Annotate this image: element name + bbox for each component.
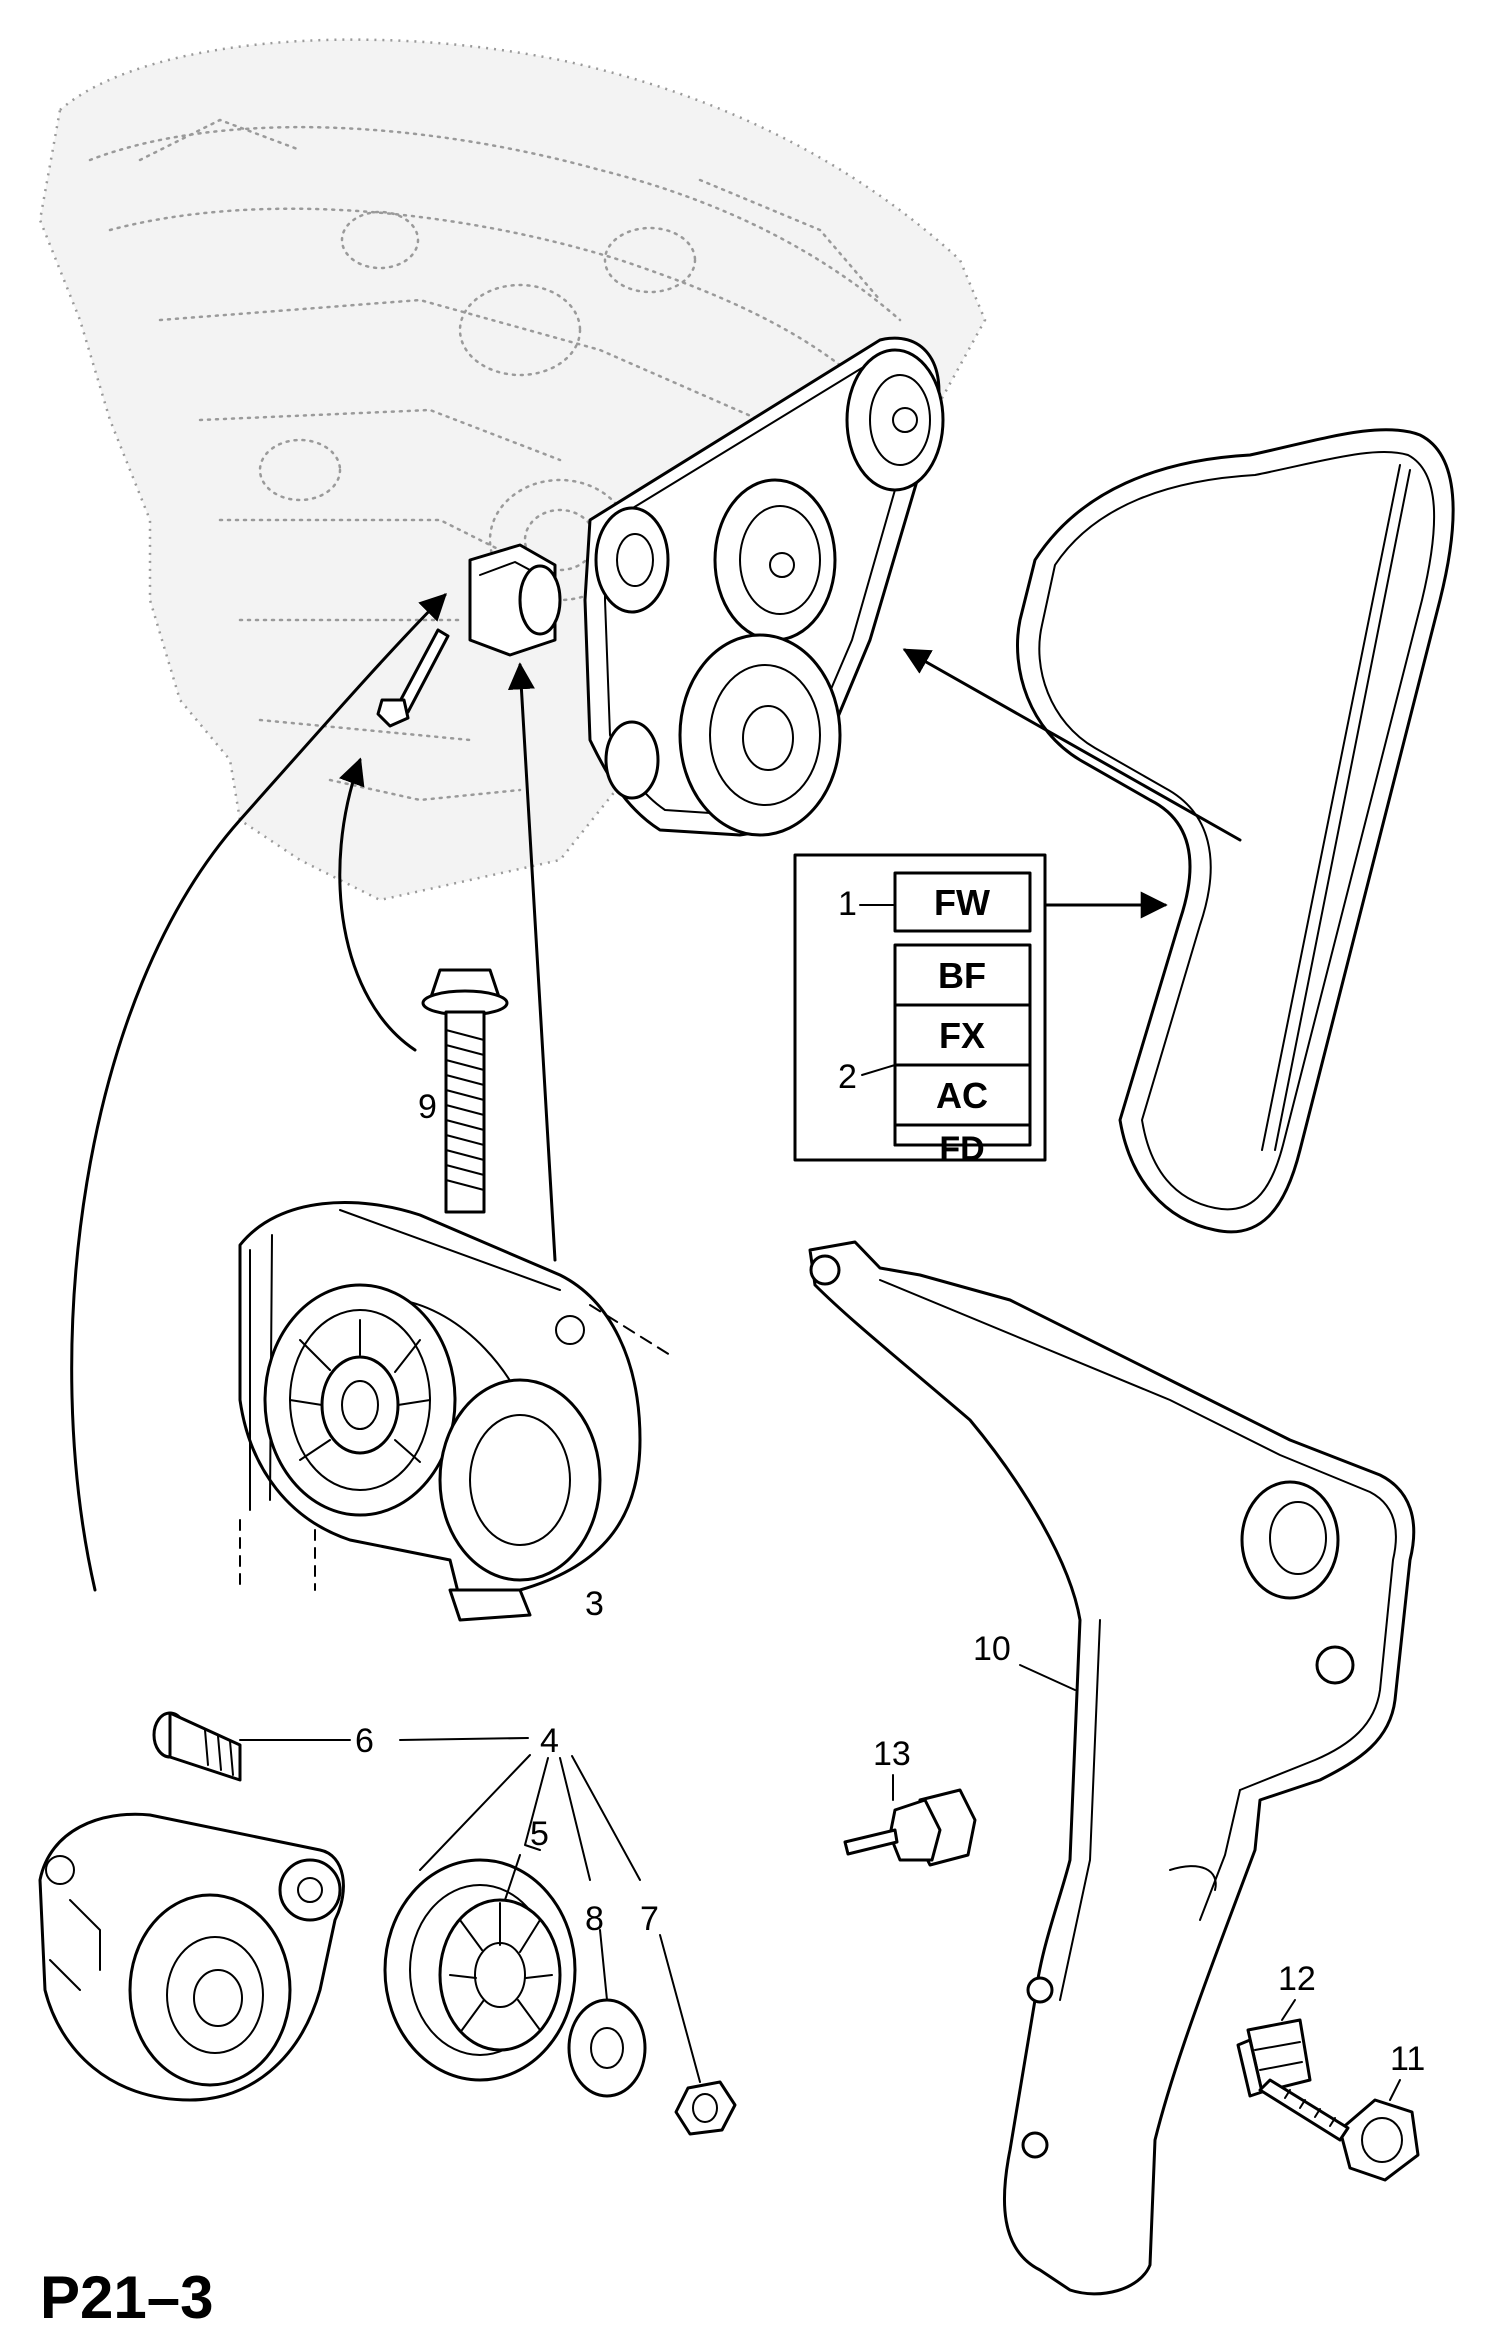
ribbed-drive-belt <box>1016 428 1455 1234</box>
speed-nut-item-12: 12 <box>1236 1960 1316 2098</box>
callout-3: 3 <box>585 1585 604 1623</box>
callout-10: 10 <box>973 1630 1011 1668</box>
code-fw: FW <box>934 882 990 923</box>
callout-9: 9 <box>418 1088 437 1126</box>
washer-item-8 <box>567 1998 647 2098</box>
bolt-item-6 <box>152 1711 242 1782</box>
callout-2: 2 <box>838 1058 857 1096</box>
nut-item-7 <box>674 2080 737 2136</box>
code-fd: FD <box>939 1130 984 1168</box>
exploded-tensioner-parts: 4 6 5 8 7 <box>38 1711 737 2136</box>
callout-4: 4 <box>540 1722 559 1760</box>
belt-code-table: FW BF FX AC FD 1 2 <box>793 853 1047 1168</box>
installed-belt-drive <box>468 336 945 837</box>
callout-6: 6 <box>355 1722 374 1760</box>
screw-item-11: 11 <box>1258 2040 1425 2182</box>
code-row-1-box <box>893 871 1032 933</box>
tensioner-assembly-item-3: 3 <box>238 1201 671 1623</box>
callout-11: 11 <box>1390 2040 1425 2078</box>
code-bf: BF <box>938 955 986 996</box>
callout-5: 5 <box>530 1815 549 1853</box>
clip-item-13: 13 <box>843 1735 977 1867</box>
page-reference: P21–3 <box>40 2264 214 2331</box>
idler-pulley-item-5 <box>383 1858 577 2082</box>
installed-bolt <box>376 628 450 728</box>
code-ac: AC <box>936 1075 988 1116</box>
belt-cover-item-10: 10 <box>808 1240 1416 2296</box>
callout-1: 1 <box>838 885 857 923</box>
callout-7: 7 <box>640 1900 659 1938</box>
bolt-item-9: 9 <box>418 968 509 1214</box>
tensioner-body-item-4 <box>38 1812 345 2102</box>
callout-8: 8 <box>585 1900 604 1938</box>
callout-12: 12 <box>1278 1960 1316 1998</box>
callout-13: 13 <box>873 1735 911 1773</box>
code-fx: FX <box>939 1015 985 1056</box>
assembly-arrows <box>70 593 1242 1592</box>
